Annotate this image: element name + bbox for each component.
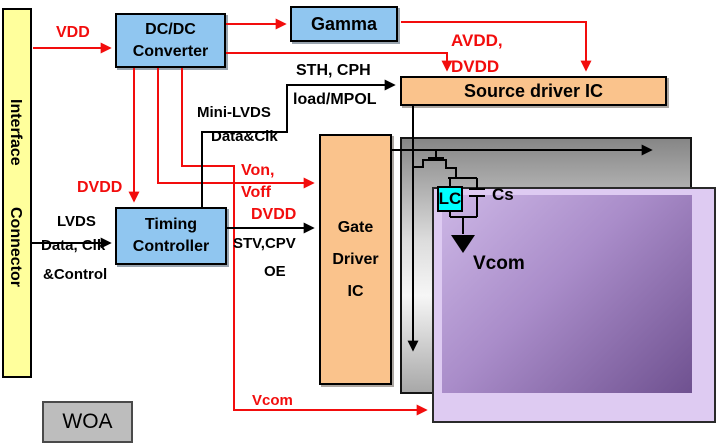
mini-lvds-data-clk-label: Data&Clk — [211, 128, 278, 145]
avdd-dvdd-label: AVDD, DVDD — [451, 31, 503, 77]
dvdd-to-timing-label: DVDD — [77, 179, 123, 196]
lvds-control-label: &Control — [43, 266, 108, 283]
lvds-label: LVDS — [57, 213, 96, 230]
interface-connector-block: InterfaceConnector — [2, 8, 32, 378]
woa-block: WOA — [42, 401, 133, 443]
interface-word: Interface — [7, 98, 24, 166]
vcom-supply-label: Vcom — [252, 392, 293, 409]
lvds-data-clk-label: Data, Clk — [41, 237, 106, 254]
cs-label: Cs — [492, 185, 514, 204]
load-mpol-label: load/MPOL — [293, 91, 377, 108]
sth-cph-label: STH, CPH — [296, 62, 371, 79]
source-driver-ic-block: Source driver IC — [400, 76, 667, 106]
vcom-panel-label: Vcom — [473, 253, 525, 274]
woa-label: WOA — [62, 409, 113, 433]
connector-word: Connector — [7, 207, 24, 288]
stv-cpv-label: STV,CPV — [233, 235, 296, 252]
oe-label: OE — [264, 263, 286, 280]
gate-driver-ic-block: Gate Driver IC — [319, 134, 392, 385]
vdd-label: VDD — [56, 24, 90, 41]
lcd-active-area — [442, 195, 692, 393]
lc-cell-label: LC — [438, 189, 462, 208]
dcdc-converter-block: DC/DC Converter — [115, 13, 226, 68]
source-driver-ic-label: Source driver IC — [463, 80, 604, 101]
timing-controller-block: Timing Controller — [115, 207, 227, 265]
von-voff-line — [157, 68, 315, 189]
von-voff-label: Von, Voff — [241, 162, 275, 202]
mini-lvds-label: Mini-LVDS — [197, 104, 271, 121]
gate-driver-ic-label: Gate Driver IC — [332, 218, 379, 300]
dcdc-converter-label: DC/DC Converter — [132, 20, 209, 60]
timing-controller-label: Timing Controller — [132, 216, 210, 255]
gamma-block: Gamma — [290, 6, 398, 42]
lc-cell-block: LC — [437, 186, 463, 212]
gamma-label: Gamma — [310, 13, 378, 34]
lcd-glass-panel — [432, 187, 716, 423]
dvdd-to-gate-label: DVDD — [251, 206, 297, 223]
